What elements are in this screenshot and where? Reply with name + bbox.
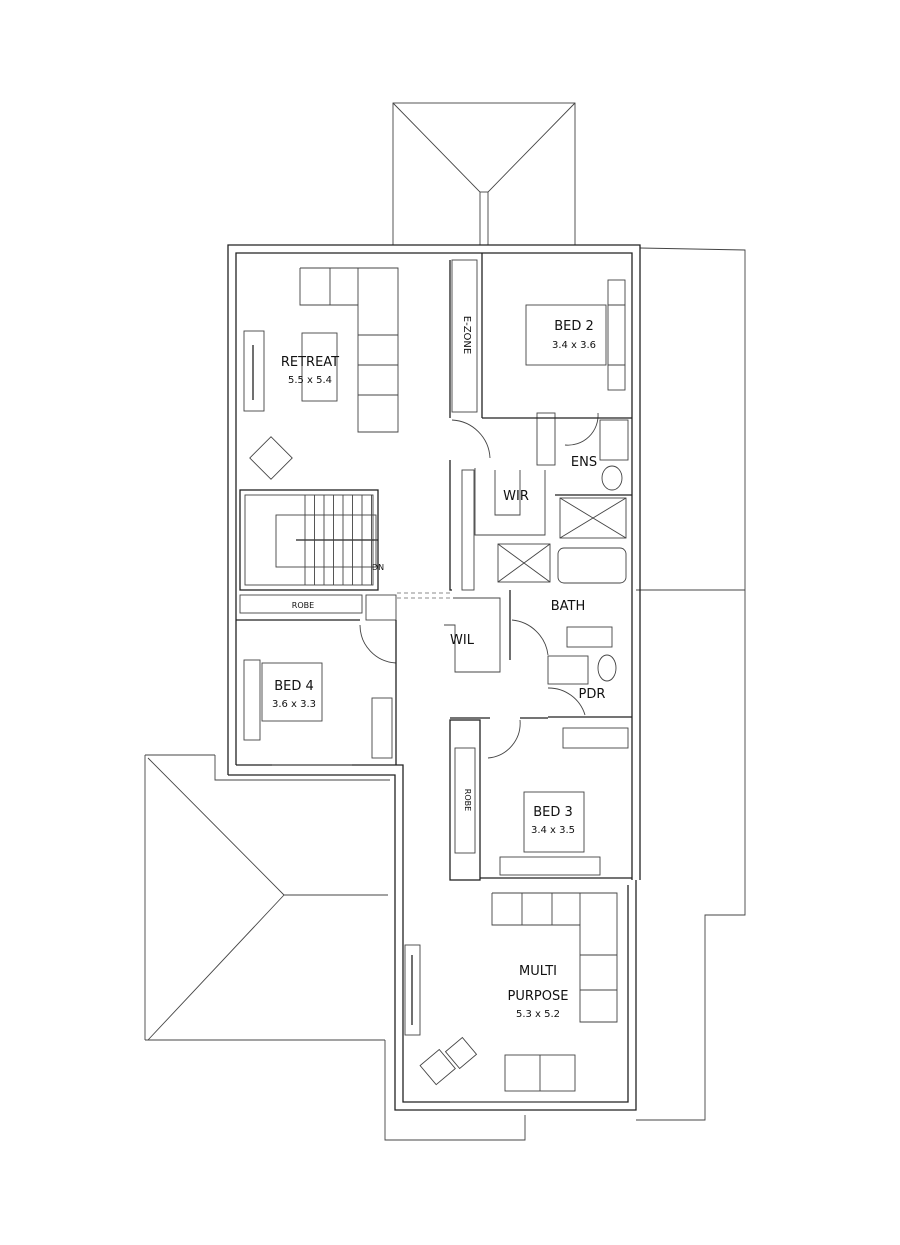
multi-purpose-furniture <box>404 892 618 1103</box>
retreat-label: RETREAT <box>281 355 339 370</box>
bed3-furniture <box>449 719 632 881</box>
bed4-area <box>236 592 450 766</box>
bed2-size: 3.4 x 3.6 <box>552 340 596 351</box>
retreat-size: 5.5 x 5.4 <box>288 375 332 386</box>
wil-label: WIL <box>450 633 475 648</box>
bed4-size: 3.6 x 3.3 <box>272 699 316 710</box>
stair-direction-label: DN <box>372 563 384 572</box>
pdr-label: PDR <box>579 687 606 702</box>
lower-left-roof <box>144 754 526 1141</box>
bed3-robe-label: ROBE <box>463 789 472 811</box>
bed2-furniture <box>482 279 632 419</box>
bed3-label: BED 3 <box>533 805 573 820</box>
bed2-label: BED 2 <box>554 319 594 334</box>
ens-label: ENS <box>571 455 597 470</box>
multi-purpose-label-2: PURPOSE <box>508 989 569 1004</box>
top-roof <box>392 102 576 246</box>
outer-walls <box>227 244 641 1111</box>
bed4-label: BED 4 <box>274 679 314 694</box>
right-annex-roof <box>636 247 746 1121</box>
core-walls <box>444 253 632 759</box>
robe-label: ROBE <box>292 601 314 610</box>
multi-purpose-label-1: MULTI <box>519 964 557 979</box>
wir-label: WIR <box>503 489 529 504</box>
retreat-furniture <box>243 259 478 480</box>
bed3-size: 3.4 x 3.5 <box>531 825 575 836</box>
staircase <box>239 489 379 591</box>
bath-label: BATH <box>551 599 586 614</box>
multi-purpose-size: 5.3 x 5.2 <box>516 1009 560 1020</box>
ezone-label: E-ZONE <box>461 316 472 354</box>
